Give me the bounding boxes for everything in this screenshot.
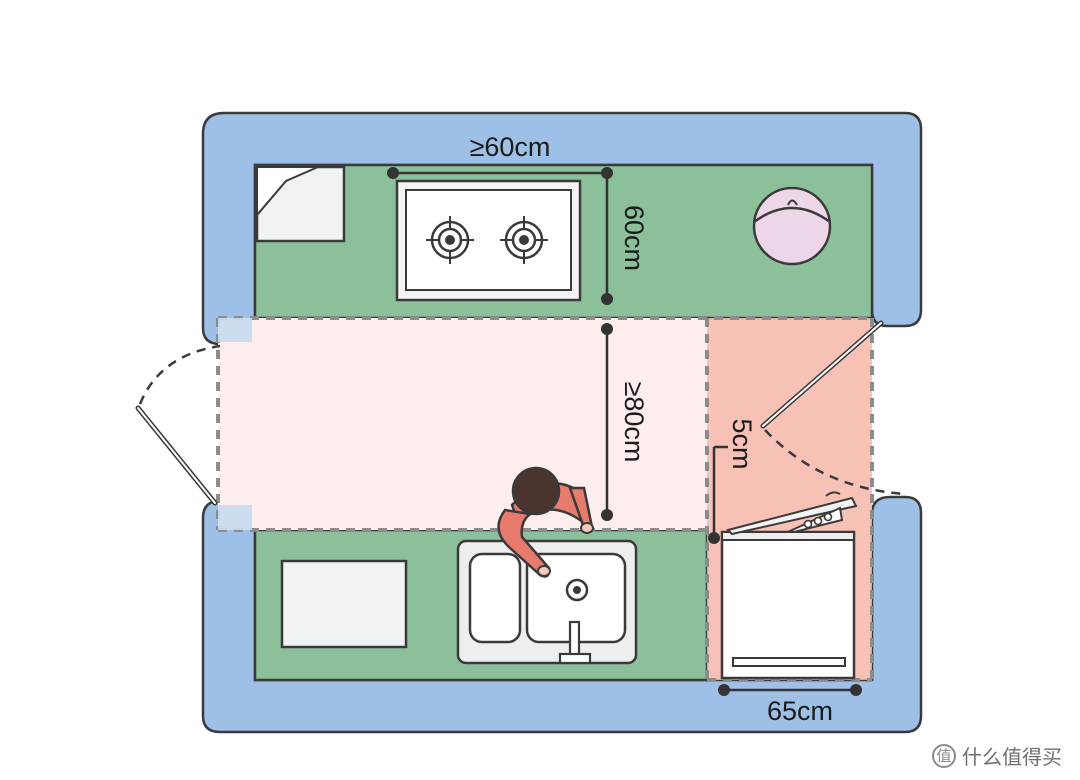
aisle-zone	[218, 318, 707, 530]
faucet-icon	[558, 620, 592, 665]
dim-dishwasher-gap: 5cm	[708, 418, 757, 544]
dishwasher-door-open	[726, 491, 858, 536]
right-door	[760, 320, 906, 496]
round-bin	[752, 186, 832, 266]
watermark-logo-icon: 值	[932, 743, 956, 768]
label-dishwasher-width: 65cm	[767, 696, 833, 726]
dishwasher	[720, 491, 858, 680]
door-jamb-bottom	[218, 505, 252, 530]
label-aisle-width: ≥80cm	[619, 382, 649, 463]
watermark: 值 什么值得买	[932, 741, 1062, 770]
cutting-board	[280, 559, 408, 649]
person-figure	[497, 466, 594, 578]
person-head	[511, 466, 561, 516]
burner-right-icon	[500, 216, 548, 264]
watermark-text: 什么值得买	[962, 745, 1062, 769]
corner-cabinet	[255, 165, 346, 243]
label-stove-depth: 60cm	[619, 205, 649, 271]
label-dishwasher-gap: 5cm	[727, 418, 757, 469]
dim-aisle-width: ≥80cm	[601, 323, 649, 521]
dim-dishwasher-width: 65cm	[718, 684, 862, 726]
zone-dashed-outlines	[216, 316, 874, 682]
label-stove-width: ≥60cm	[470, 132, 551, 162]
left-door	[135, 344, 221, 506]
sink	[456, 539, 638, 665]
door-jamb-top	[218, 318, 252, 342]
dim-stove-width: ≥60cm	[387, 132, 613, 179]
burner-left-icon	[426, 216, 474, 264]
dim-stove-depth: 60cm	[601, 173, 649, 305]
gas-stove	[395, 179, 582, 302]
